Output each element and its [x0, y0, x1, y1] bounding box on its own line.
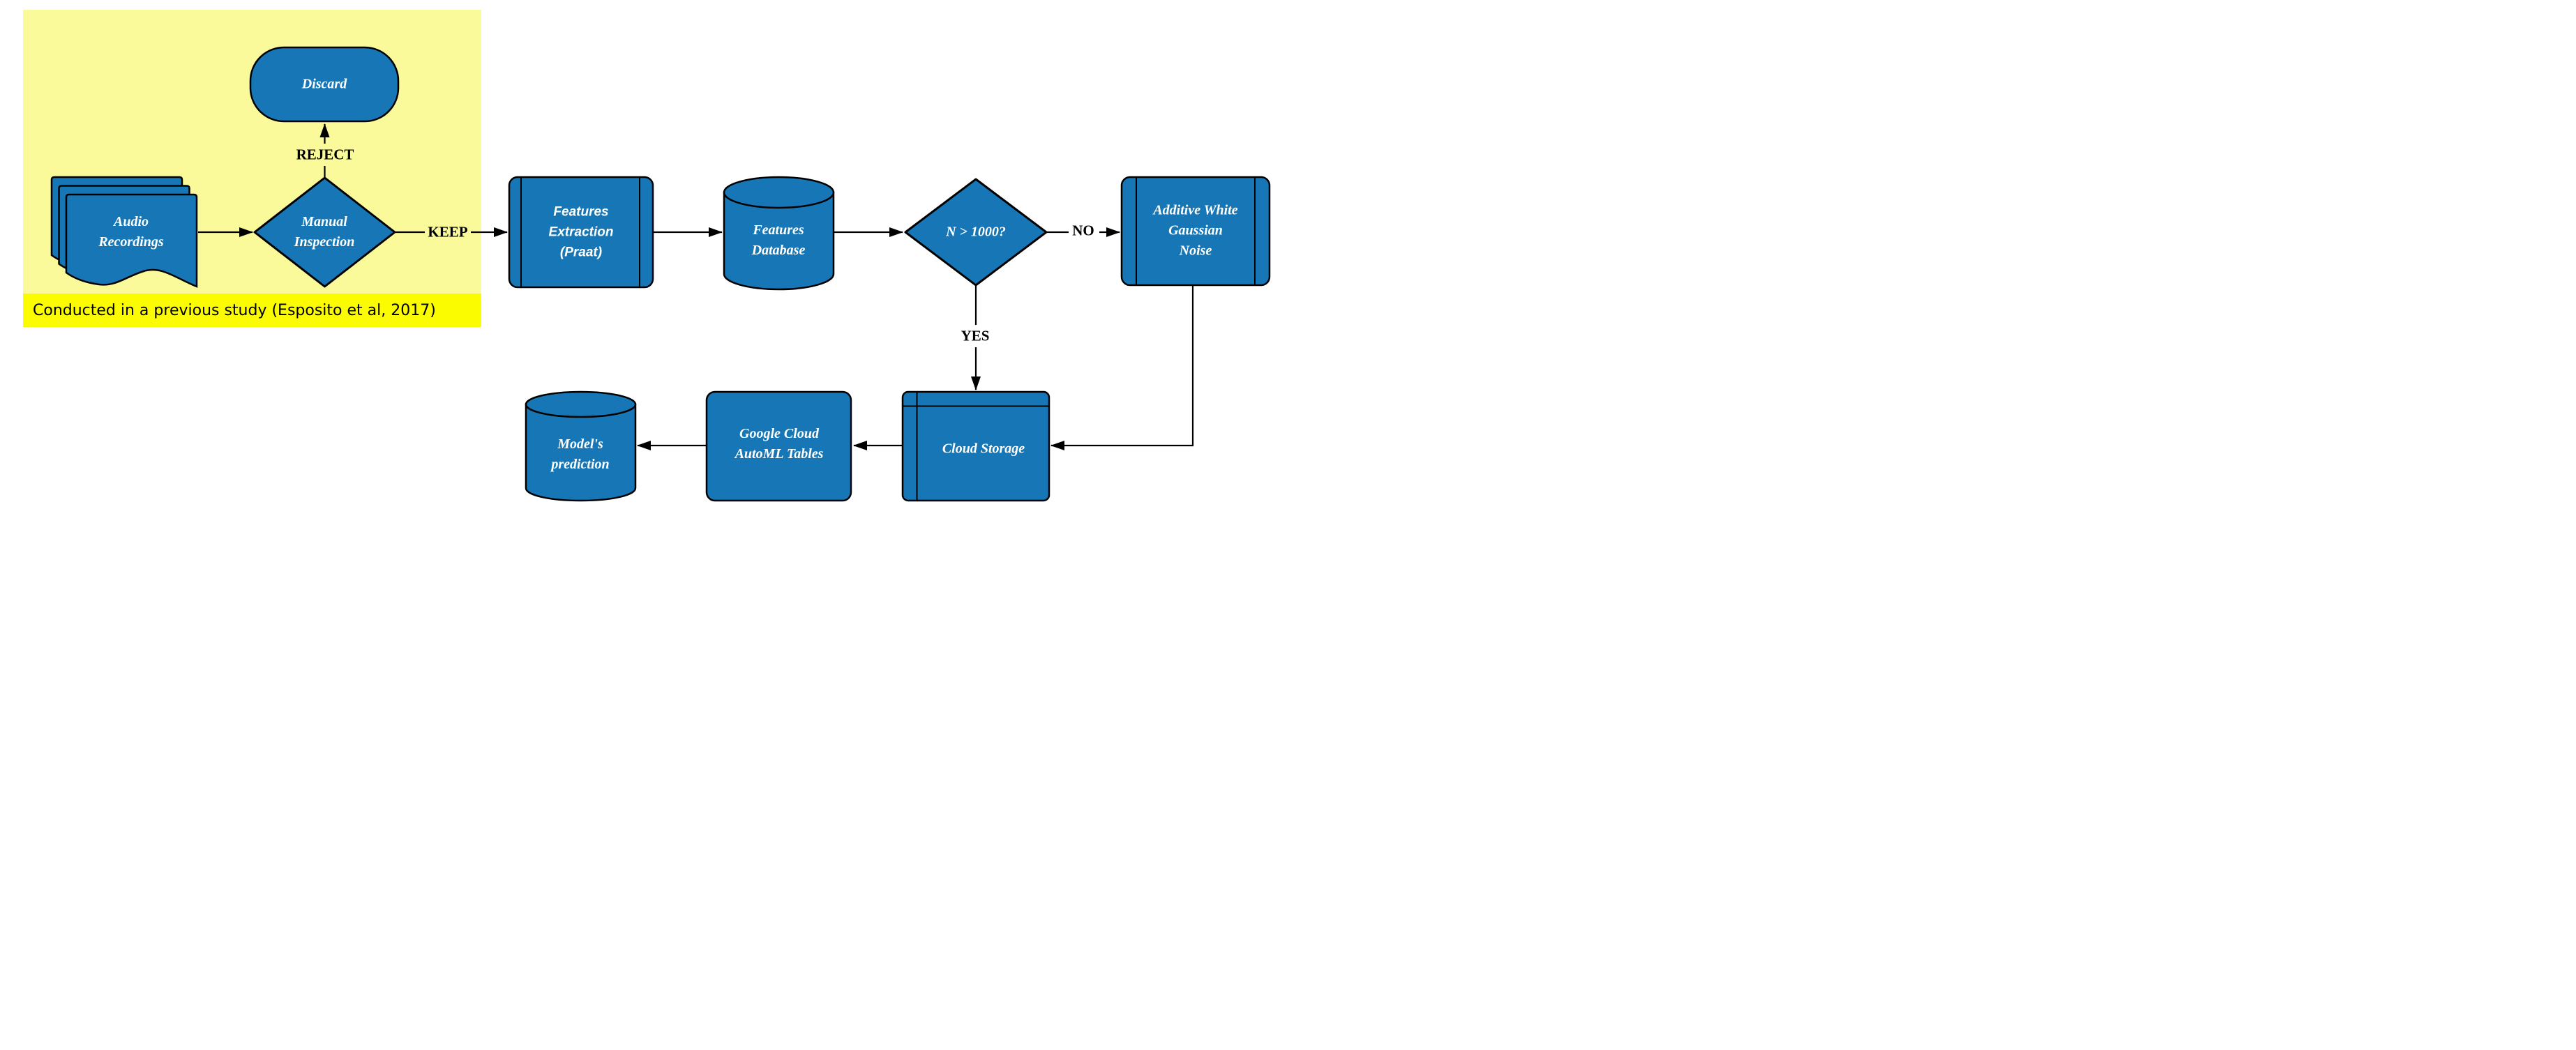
edge-awgn-to-cloudstorage [1050, 285, 1194, 450]
node-label-automl: Google Cloud AutoML Tables [735, 426, 824, 462]
flowchart-canvas: Conducted in a previous study (Esposito … [0, 0, 1288, 525]
node-models-prediction-shape [525, 390, 637, 502]
node-label-models-prediction: Model's prediction [551, 436, 610, 472]
edge-label-keep: KEEP [428, 223, 468, 241]
node-label-features-extraction: Features Extraction (Praat) [548, 204, 614, 260]
node-awgn-shape [1120, 176, 1271, 287]
cylinder-top [723, 176, 835, 209]
node-features-database-shape [723, 176, 835, 291]
node-label-awgn: Additive White Gaussian Noise [1153, 202, 1238, 259]
node-discard-shape [249, 46, 400, 123]
flow-arrows [198, 123, 1194, 450]
flowchart-shapes-svg [50, 46, 1271, 502]
node-label-discard: Discard [301, 76, 347, 92]
node-label-features-database: Features Database [751, 222, 806, 258]
edge-label-yes: YES [961, 327, 990, 344]
node-label-cloud-storage: Cloud Storage [942, 441, 1025, 457]
cylinder-top [525, 390, 637, 418]
previous-study-caption-strip: Conducted in a previous study (Esposito … [23, 294, 481, 327]
node-label-audio-recordings: Audio Recordings [98, 214, 164, 250]
node-label-size-check: N > 1000? [946, 224, 1006, 240]
edge-label-reject: REJECT [296, 146, 354, 163]
node-label-manual-inspection: Manual Inspection [294, 214, 355, 250]
edge-label-no: NO [1072, 222, 1094, 239]
previous-study-caption-text: Conducted in a previous study (Esposito … [33, 301, 436, 319]
